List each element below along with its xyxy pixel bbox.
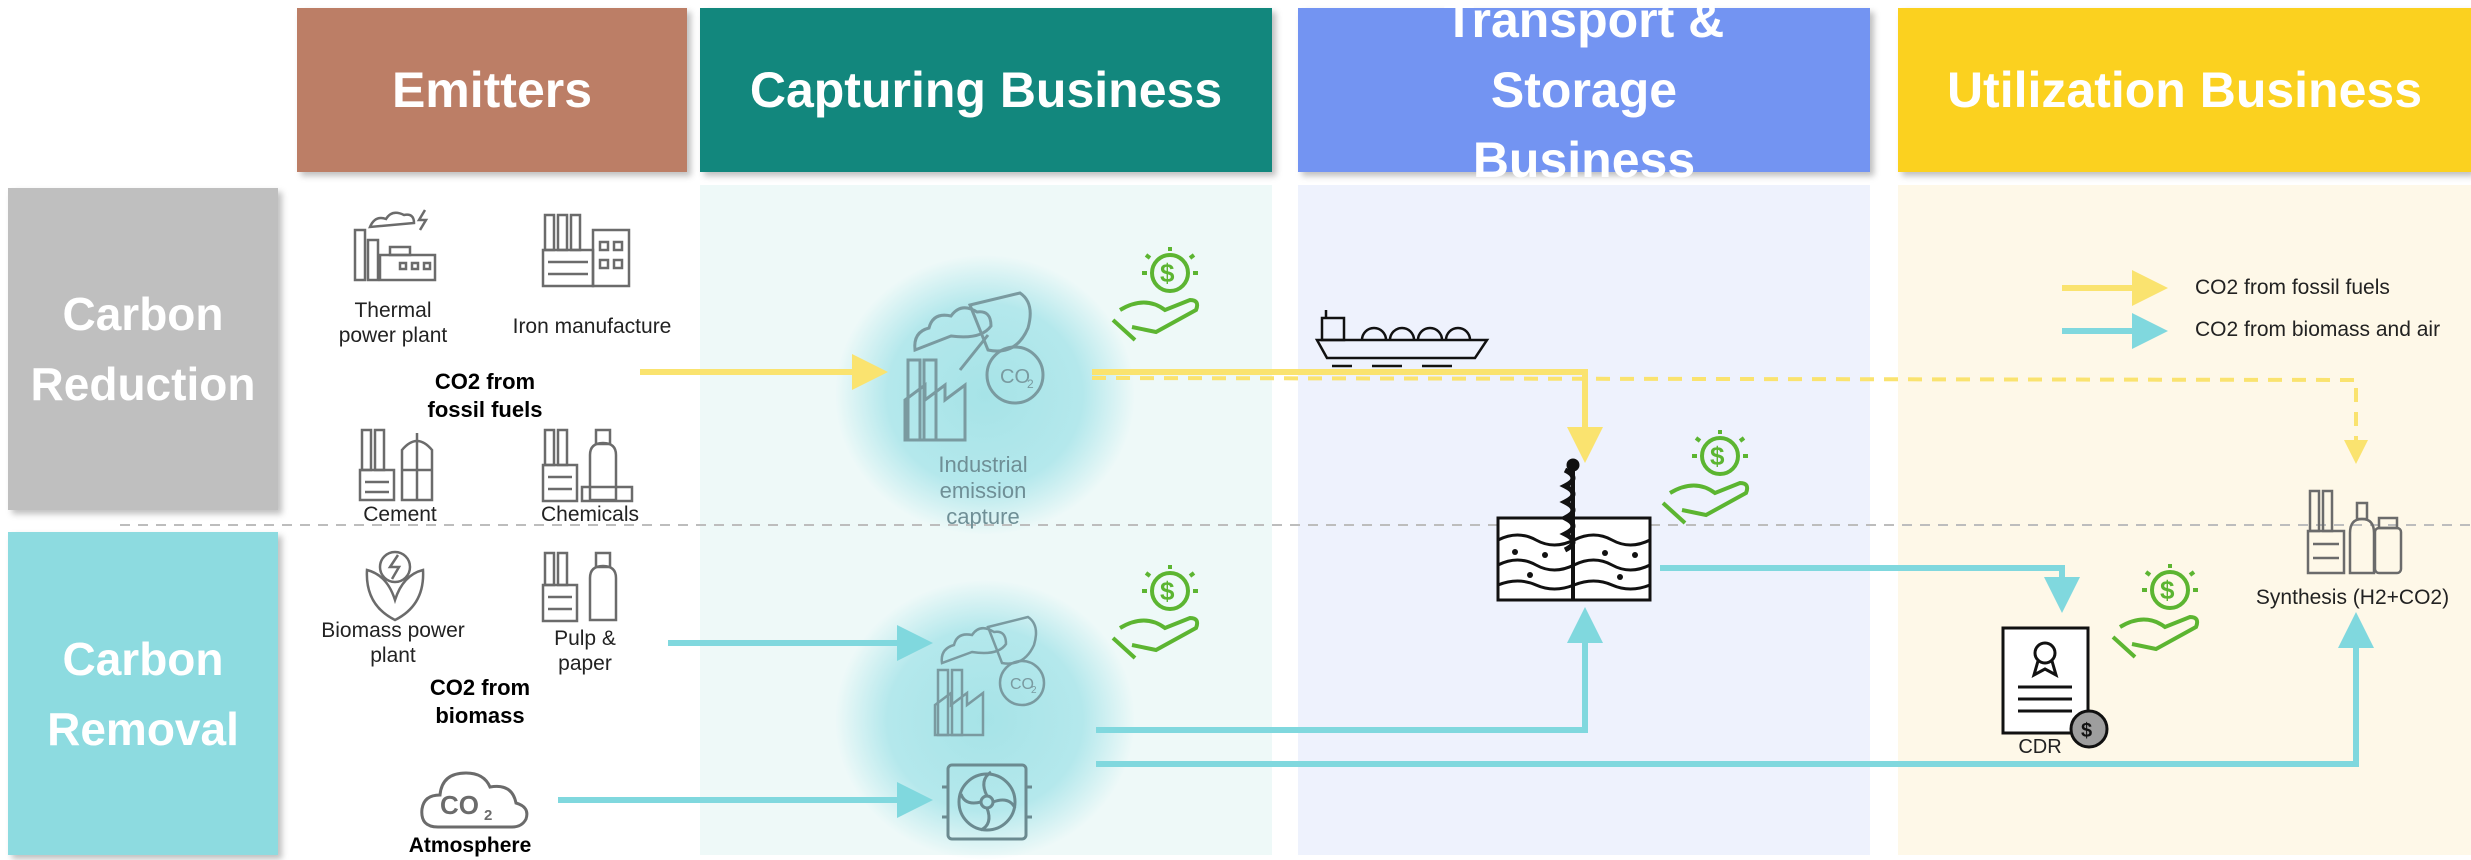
cdr-certificate-icon: $ — [2001, 626, 2109, 749]
label-iron-manufacture: Iron manufacture — [512, 315, 672, 338]
legend-biomass-label: CO2 from biomass and air — [2195, 318, 2441, 341]
svg-text:$: $ — [1160, 576, 1175, 606]
svg-text:$: $ — [1710, 441, 1725, 471]
flow-capture-to-storage-fossil — [1092, 369, 1603, 463]
label-cdr: CDR — [2018, 736, 2062, 758]
flow-capture-to-storage-biomass — [1096, 607, 1603, 733]
svg-text:$: $ — [2160, 575, 2175, 605]
header-capturing: Capturing Business — [700, 8, 1272, 172]
industrial-capture-icon: CO 2 — [903, 291, 1045, 442]
cement-icon — [358, 428, 434, 502]
biomass-power-plant-icon — [365, 550, 425, 622]
flow-capture-to-synthesis-fossil-dashed — [1091, 376, 2368, 464]
header-utilization: Utilization Business — [1898, 8, 2471, 172]
svg-text:$: $ — [1160, 258, 1175, 288]
svg-text:CO: CO — [1000, 366, 1030, 388]
flow-storage-to-cdr — [1660, 565, 2080, 613]
row-carbon-removal: Carbon Removal — [8, 532, 278, 855]
flow-dac-to-synthesis — [1096, 612, 2374, 767]
label-co2-biomass-group: CO2 from biomass — [429, 675, 531, 728]
money-hand-icon-cdr: $ — [2111, 564, 2200, 659]
iron-manufacture-icon — [541, 213, 631, 288]
chemicals-icon — [541, 428, 634, 503]
row-carbon-reduction-label: Carbon Reduction — [30, 288, 256, 410]
biomass-capture-icon: CO 2 — [933, 615, 1046, 737]
svg-text:CO: CO — [1010, 676, 1034, 693]
svg-text:2: 2 — [1031, 685, 1037, 696]
svg-text:$: $ — [2081, 720, 2092, 742]
atmosphere-co2-cloud-icon: CO 2 — [420, 771, 529, 829]
synthesis-plant-icon — [2306, 489, 2403, 575]
svg-text:2: 2 — [1027, 377, 1034, 391]
header-transport-label: Transport & Storage Business — [1443, 0, 1725, 188]
header-emitters-label: Emitters — [391, 62, 593, 118]
underground-storage-icon — [1496, 458, 1652, 602]
label-cement: Cement — [363, 503, 437, 526]
pulp-paper-icon — [541, 551, 618, 623]
thermal-power-plant-icon — [353, 209, 437, 282]
label-synthesis: Synthesis (H2+CO2) — [2255, 586, 2450, 609]
svg-text:2: 2 — [484, 807, 492, 824]
label-industrial-emission-capture: Industrial emission capture — [938, 452, 1028, 529]
row-carbon-reduction: Carbon Reduction — [8, 188, 278, 510]
row-carbon-removal-label: Carbon Removal — [47, 632, 239, 755]
money-hand-icon-storage: $ — [1661, 430, 1750, 525]
label-atmosphere: Atmosphere — [408, 834, 532, 857]
capture-glow-top — [835, 255, 1135, 535]
label-pulp-paper: Pulp & paper — [554, 627, 616, 675]
header-transport: Transport & Storage Business — [1298, 0, 1870, 188]
label-chemicals: Chemicals — [540, 503, 640, 526]
utilization-column-bg — [1898, 185, 2471, 855]
header-utilization-label: Utilization Business — [1946, 62, 2423, 118]
money-hand-icon-capture-bottom: $ — [1111, 565, 1200, 660]
direct-air-capture-fan-icon — [942, 763, 1032, 841]
label-thermal-power-plant: Thermal power plant — [338, 299, 448, 347]
header-emitters: Emitters — [297, 8, 687, 172]
ship-icon — [1314, 310, 1490, 368]
svg-text:CO: CO — [440, 790, 479, 820]
header-capturing-label: Capturing Business — [749, 62, 1223, 118]
label-biomass-power-plant: Biomass power plant — [321, 619, 465, 667]
money-hand-icon-capture-top: $ — [1111, 247, 1200, 342]
label-co2-fossil-group: CO2 from fossil fuels — [427, 369, 543, 422]
legend-fossil-label: CO2 from fossil fuels — [2195, 276, 2390, 299]
